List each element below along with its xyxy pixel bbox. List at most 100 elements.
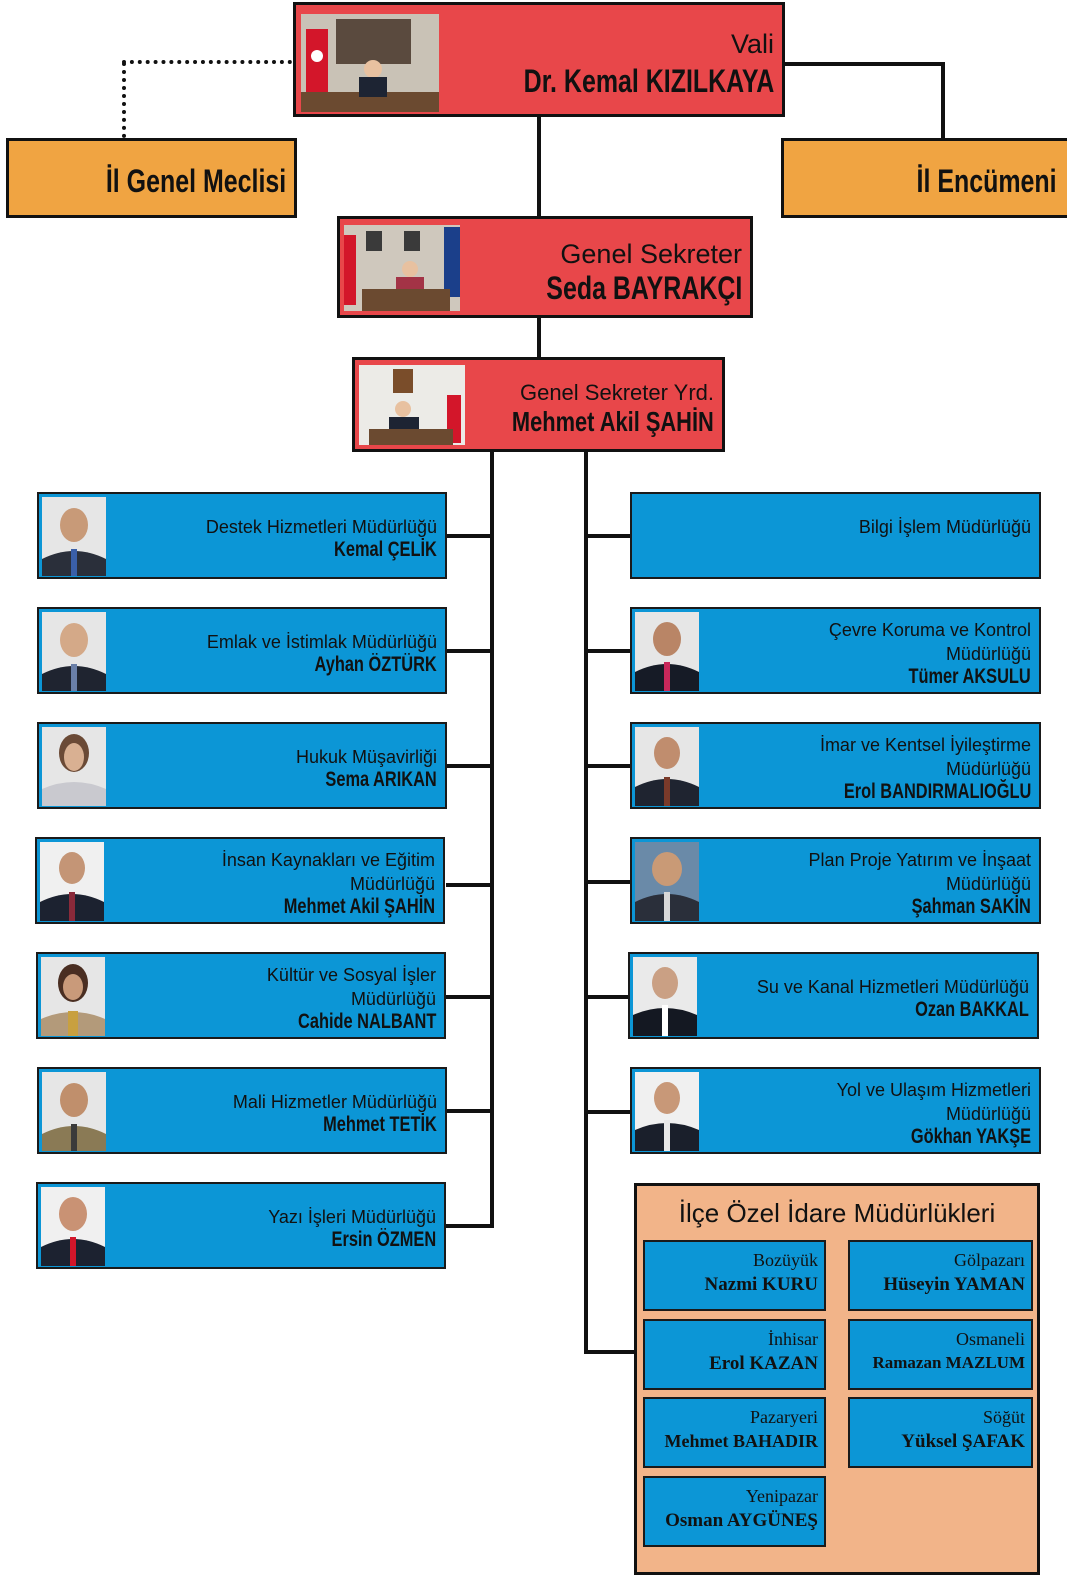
secretary-box: Genel Sekreter Seda BAYRAKÇI [337, 216, 753, 318]
il-genel-meclisi-box: İl Genel Meclisi [6, 138, 297, 218]
unit-title-line2: Müdürlüğü [945, 644, 1031, 664]
unit-yol-ulasim: Yol ve Ulaşım Hizmetleri Müdürlüğü Gökha… [630, 1067, 1041, 1154]
unit-title: Bilgi İşlem Müdürlüğü [858, 517, 1031, 537]
unit-person-name: Ayhan ÖZTÜRK [314, 653, 437, 676]
unit-person-name: Erol BANDIRMALIOĞLU [843, 780, 1031, 803]
unit-person-name: Ozan BAKKAL [915, 998, 1029, 1021]
governor-photo [301, 14, 439, 112]
right-branch [584, 1350, 636, 1354]
unit-person-name: Cahide NALBANT [297, 1010, 436, 1033]
unit-title: Destek Hizmetleri Müdürlüğü [205, 517, 437, 537]
governor-box: Vali Dr. Kemal KIZILKAYA [293, 2, 785, 117]
district-directorates-panel: İlçe Özel İdare Müdürlükleri Bozüyük Naz… [634, 1183, 1040, 1575]
person-photo [42, 1072, 106, 1151]
dotted-connector-meclis-v [122, 62, 126, 138]
district-place: Yenipazar [745, 1486, 818, 1506]
district-place: İnhisar [768, 1329, 818, 1349]
unit-title: Yol ve Ulaşım Hizmetleri [836, 1080, 1031, 1100]
right-branch [584, 880, 632, 884]
person-photo [42, 727, 106, 806]
district-manager: Osman AYGÜNEŞ [665, 1510, 818, 1531]
unit-plan-proje: Plan Proje Yatırım ve İnşaat Müdürlüğü Ş… [630, 837, 1041, 924]
unit-person-name: Şahman SAKİN [911, 895, 1031, 918]
unit-person-name: Tümer AKSULU [908, 665, 1031, 688]
unit-title: Hukuk Müşavirliği [295, 747, 437, 767]
person-photo [635, 727, 699, 806]
unit-title: Plan Proje Yatırım ve İnşaat [808, 850, 1031, 870]
district-manager: Yüksel ŞAFAK [901, 1431, 1025, 1452]
district-inhisar: İnhisar Erol KAZAN [643, 1319, 826, 1390]
unit-title: Mali Hizmetler Müdürlüğü [232, 1092, 437, 1112]
connector-governor-secretary [537, 115, 541, 218]
unit-person-name: Kemal ÇELİK [334, 538, 437, 561]
left-trunk-line [490, 450, 494, 1228]
connector-secretary-deputy [537, 316, 541, 358]
deputy-name: Mehmet Akil ŞAHİN [512, 406, 714, 437]
unit-imar-kentsel: İmar ve Kentsel İyileştirme Müdürlüğü Er… [630, 722, 1041, 809]
unit-title: Emlak ve İstimlak Müdürlüğü [206, 632, 437, 652]
district-manager: Erol KAZAN [709, 1353, 818, 1374]
unit-hukuk-musavirligi: Hukuk Müşavirliği Sema ARIKAN [37, 722, 447, 809]
left-branch [446, 649, 494, 653]
district-manager: Mehmet BAHADIR [664, 1431, 818, 1451]
unit-title-line2: Müdürlüğü [945, 874, 1031, 894]
person-photo [42, 612, 106, 691]
unit-person-name: Gökhan YAKŞE [910, 1125, 1031, 1148]
right-branch [584, 764, 632, 768]
dotted-connector-meclis-h [122, 60, 292, 64]
unit-mali-hizmetler: Mali Hizmetler Müdürlüğü Mehmet TETİK [37, 1067, 447, 1154]
person-photo [635, 842, 699, 921]
right-trunk-line [584, 450, 588, 1354]
district-sogut: Söğüt Yüksel ŞAFAK [848, 1397, 1033, 1468]
secretary-name: Seda BAYRAKÇI [545, 270, 742, 306]
right-branch [584, 534, 632, 538]
il-genel-meclisi-label: İl Genel Meclisi [105, 163, 286, 199]
unit-kultur-sosyal: Kültür ve Sosyal İşler Müdürlüğü Cahide … [36, 952, 446, 1039]
unit-title-line2: Müdürlüğü [349, 874, 435, 894]
district-manager: Hüseyin YAMAN [883, 1274, 1025, 1295]
unit-emlak-istimlak: Emlak ve İstimlak Müdürlüğü Ayhan ÖZTÜRK [37, 607, 447, 694]
unit-bilgi-islem: Bilgi İşlem Müdürlüğü [630, 492, 1041, 579]
person-photo [41, 1187, 105, 1266]
district-place: Osmaneli [956, 1329, 1025, 1349]
secretary-title: Genel Sekreter [560, 239, 742, 269]
unit-title-line2: Müdürlüğü [945, 1104, 1031, 1124]
unit-title: Yazı İşleri Müdürlüğü [268, 1207, 436, 1227]
unit-person-name: Sema ARIKAN [325, 768, 437, 791]
governor-title: Vali [730, 29, 774, 59]
district-bozuyuk: Bozüyük Nazmi KURU [643, 1240, 826, 1311]
unit-person-name: Mehmet Akil ŞAHİN [283, 895, 435, 918]
person-photo [40, 842, 104, 921]
unit-title: Çevre Koruma ve Kontrol [828, 620, 1031, 640]
deputy-photo [359, 365, 465, 445]
unit-person-name: Mehmet TETİK [323, 1113, 437, 1136]
connector-governor-encumen-v [941, 62, 945, 140]
deputy-title: Genel Sekreter Yrd. [519, 380, 714, 405]
district-manager: Nazmi KURU [704, 1274, 818, 1295]
person-photo [42, 497, 106, 576]
unit-yazi-isleri: Yazı İşleri Müdürlüğü Ersin ÖZMEN [36, 1182, 446, 1269]
person-photo [635, 1072, 699, 1151]
left-branch [446, 995, 494, 999]
right-branch [584, 995, 632, 999]
left-branch [446, 1109, 494, 1113]
unit-destek-hizmetleri: Destek Hizmetleri Müdürlüğü Kemal ÇELİK [37, 492, 447, 579]
left-branch [446, 883, 494, 887]
unit-title: Su ve Kanal Hizmetleri Müdürlüğü [756, 977, 1029, 997]
unit-title: Kültür ve Sosyal İşler [266, 965, 436, 985]
district-pazaryeri: Pazaryeri Mehmet BAHADIR [643, 1397, 826, 1468]
person-photo [635, 612, 699, 691]
connector-governor-encumen-h [783, 62, 945, 66]
unit-title: İmar ve Kentsel İyileştirme [819, 735, 1031, 755]
il-encumeni-box: İl Encümeni [781, 138, 1067, 218]
district-place: Bozüyük [753, 1250, 818, 1270]
unit-title-line2: Müdürlüğü [945, 759, 1031, 779]
unit-su-kanal: Su ve Kanal Hizmetleri Müdürlüğü Ozan BA… [628, 952, 1039, 1039]
person-photo [41, 957, 105, 1036]
district-manager: Ramazan MAZLUM [872, 1353, 1025, 1372]
person-photo [633, 957, 697, 1036]
district-yenipazar: Yenipazar Osman AYGÜNEŞ [643, 1476, 826, 1547]
district-place: Pazaryeri [750, 1407, 818, 1427]
district-place: Gölpazarı [954, 1250, 1025, 1270]
district-directorates-heading: İlçe Özel İdare Müdürlükleri [678, 1198, 996, 1228]
